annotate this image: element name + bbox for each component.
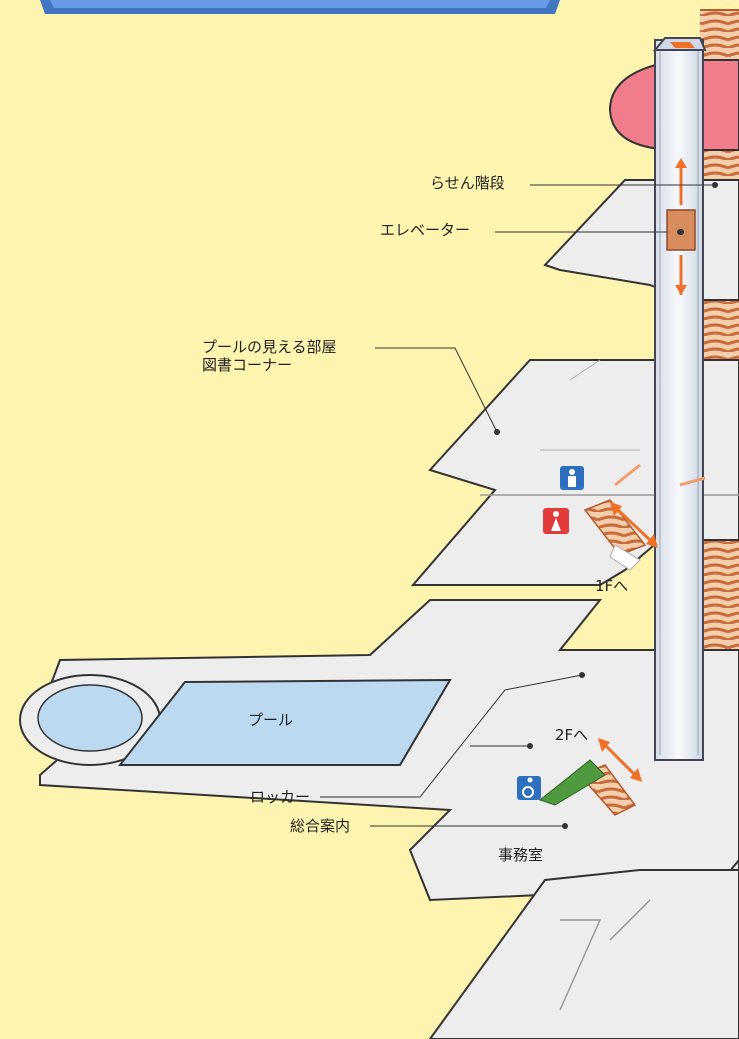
- pool-oval: [37, 684, 143, 752]
- label-locker: ロッカー: [250, 788, 311, 806]
- accessible-restroom-icon: [517, 776, 541, 800]
- label-office: 事務室: [498, 846, 544, 864]
- label-pool-view-room: プールの見える部屋: [202, 338, 337, 356]
- mens-restroom-icon: [560, 466, 584, 490]
- information-counter: [538, 759, 606, 806]
- leader-lines: [320, 184, 715, 827]
- label-library-corner: 図書コーナー: [202, 356, 293, 374]
- label-spiral-stairs: らせん階段: [430, 174, 505, 192]
- leader-dots: [494, 182, 718, 829]
- label-pool: プール: [248, 711, 294, 729]
- stairs-1f: [583, 499, 647, 571]
- pool-rect: [117, 678, 452, 766]
- label-information: 総合案内: [290, 817, 351, 835]
- label-to-1f: 1Fへ: [595, 577, 629, 595]
- title-banner: [40, 0, 560, 14]
- womens-restroom-icon: [543, 508, 569, 534]
- arrow-icon: [603, 743, 637, 777]
- arrow-icon: [616, 508, 652, 542]
- label-elevator: エレベーター: [380, 221, 471, 239]
- label-to-2f: 2Fへ: [555, 726, 589, 744]
- upper-floor: [543, 179, 739, 301]
- tower: [652, 37, 707, 761]
